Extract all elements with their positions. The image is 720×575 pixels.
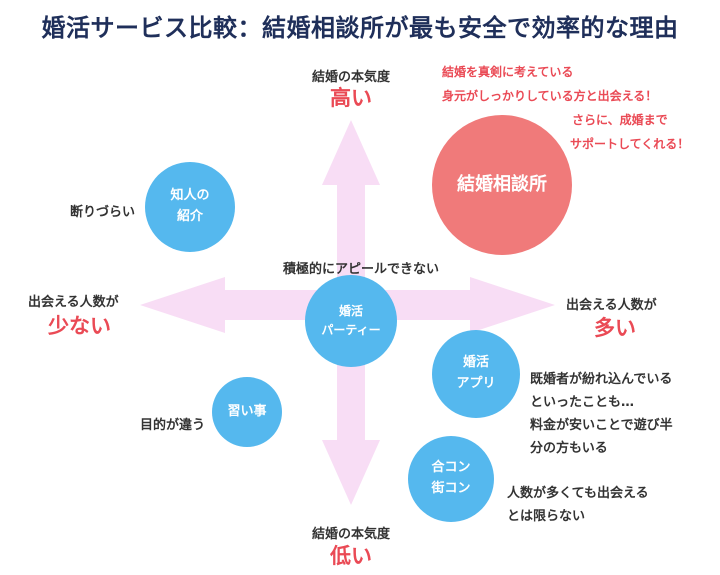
matchmaking-note-3: さらに、成婚まで — [572, 113, 668, 127]
bottom-axis-label: 結婚の本気度 — [311, 527, 390, 542]
bottom-axis-value: 低い — [330, 544, 372, 568]
goukon-note-line: 人数が多くても出会える — [507, 486, 649, 501]
right-axis-label: 出会える人数が — [566, 298, 657, 313]
goukon-note-line: とは限らない — [507, 509, 586, 524]
party-node: 婚活 パーティー — [305, 275, 397, 367]
left-axis-value: 少ない — [48, 314, 111, 338]
acquaintance-line2: 紹介 — [176, 209, 203, 224]
app-line2: アプリ — [456, 376, 496, 391]
app-note-line: 既婚者が紛れ込んでいる — [530, 372, 673, 387]
app-note-line: 分の方もいる — [530, 441, 608, 456]
acquaintance-line1: 知人の — [170, 188, 210, 204]
party-line2: パーティー — [321, 323, 381, 337]
matchmaking-agency-node: 結婚相談所 — [432, 115, 572, 255]
app-node: 婚活 アプリ — [432, 330, 520, 418]
app-line1: 婚活 — [462, 355, 489, 371]
app-note: 既婚者が紛れ込んでいる といったことも… 料金が安いことで遊び半 分の方もいる — [530, 368, 690, 460]
goukon-node: 合コン 街コン — [408, 436, 494, 522]
goukon-line1: 合コン — [431, 460, 471, 476]
matchmaking-note-2: 身元がしっかりしている方と出会える！ — [442, 89, 658, 103]
goukon-note: 人数が多くても出会える とは限らない — [507, 482, 677, 528]
left-axis-label: 出会える人数が — [28, 295, 119, 310]
top-axis-value: 高い — [330, 86, 372, 110]
matchmaking-agency-label: 結婚相談所 — [457, 173, 547, 195]
lessons-node: 習い事 — [212, 377, 282, 447]
app-note-line: といったことも… — [530, 395, 635, 410]
party-note: 積極的にアピールできない — [283, 262, 440, 277]
app-note-line: 料金が安いことで遊び半 — [530, 418, 673, 433]
goukon-line2: 街コン — [431, 481, 471, 496]
matchmaking-note-1: 結婚を真剣に考えている — [442, 65, 574, 79]
acquaintance-note: 断りづらい — [70, 205, 136, 220]
page-title: 婚活サービス比較：結婚相談所が最も安全で効率的な理由 — [41, 14, 679, 42]
party-line1: 婚活 — [338, 303, 363, 318]
right-axis-value: 多い — [594, 316, 636, 340]
lessons-note: 目的が違う — [140, 418, 206, 433]
top-axis-label: 結婚の本気度 — [311, 70, 390, 85]
acquaintance-node: 知人の 紹介 — [145, 162, 235, 252]
lessons-label: 習い事 — [227, 403, 267, 419]
matchmaking-note-4: サポートしてくれる！ — [570, 137, 690, 151]
